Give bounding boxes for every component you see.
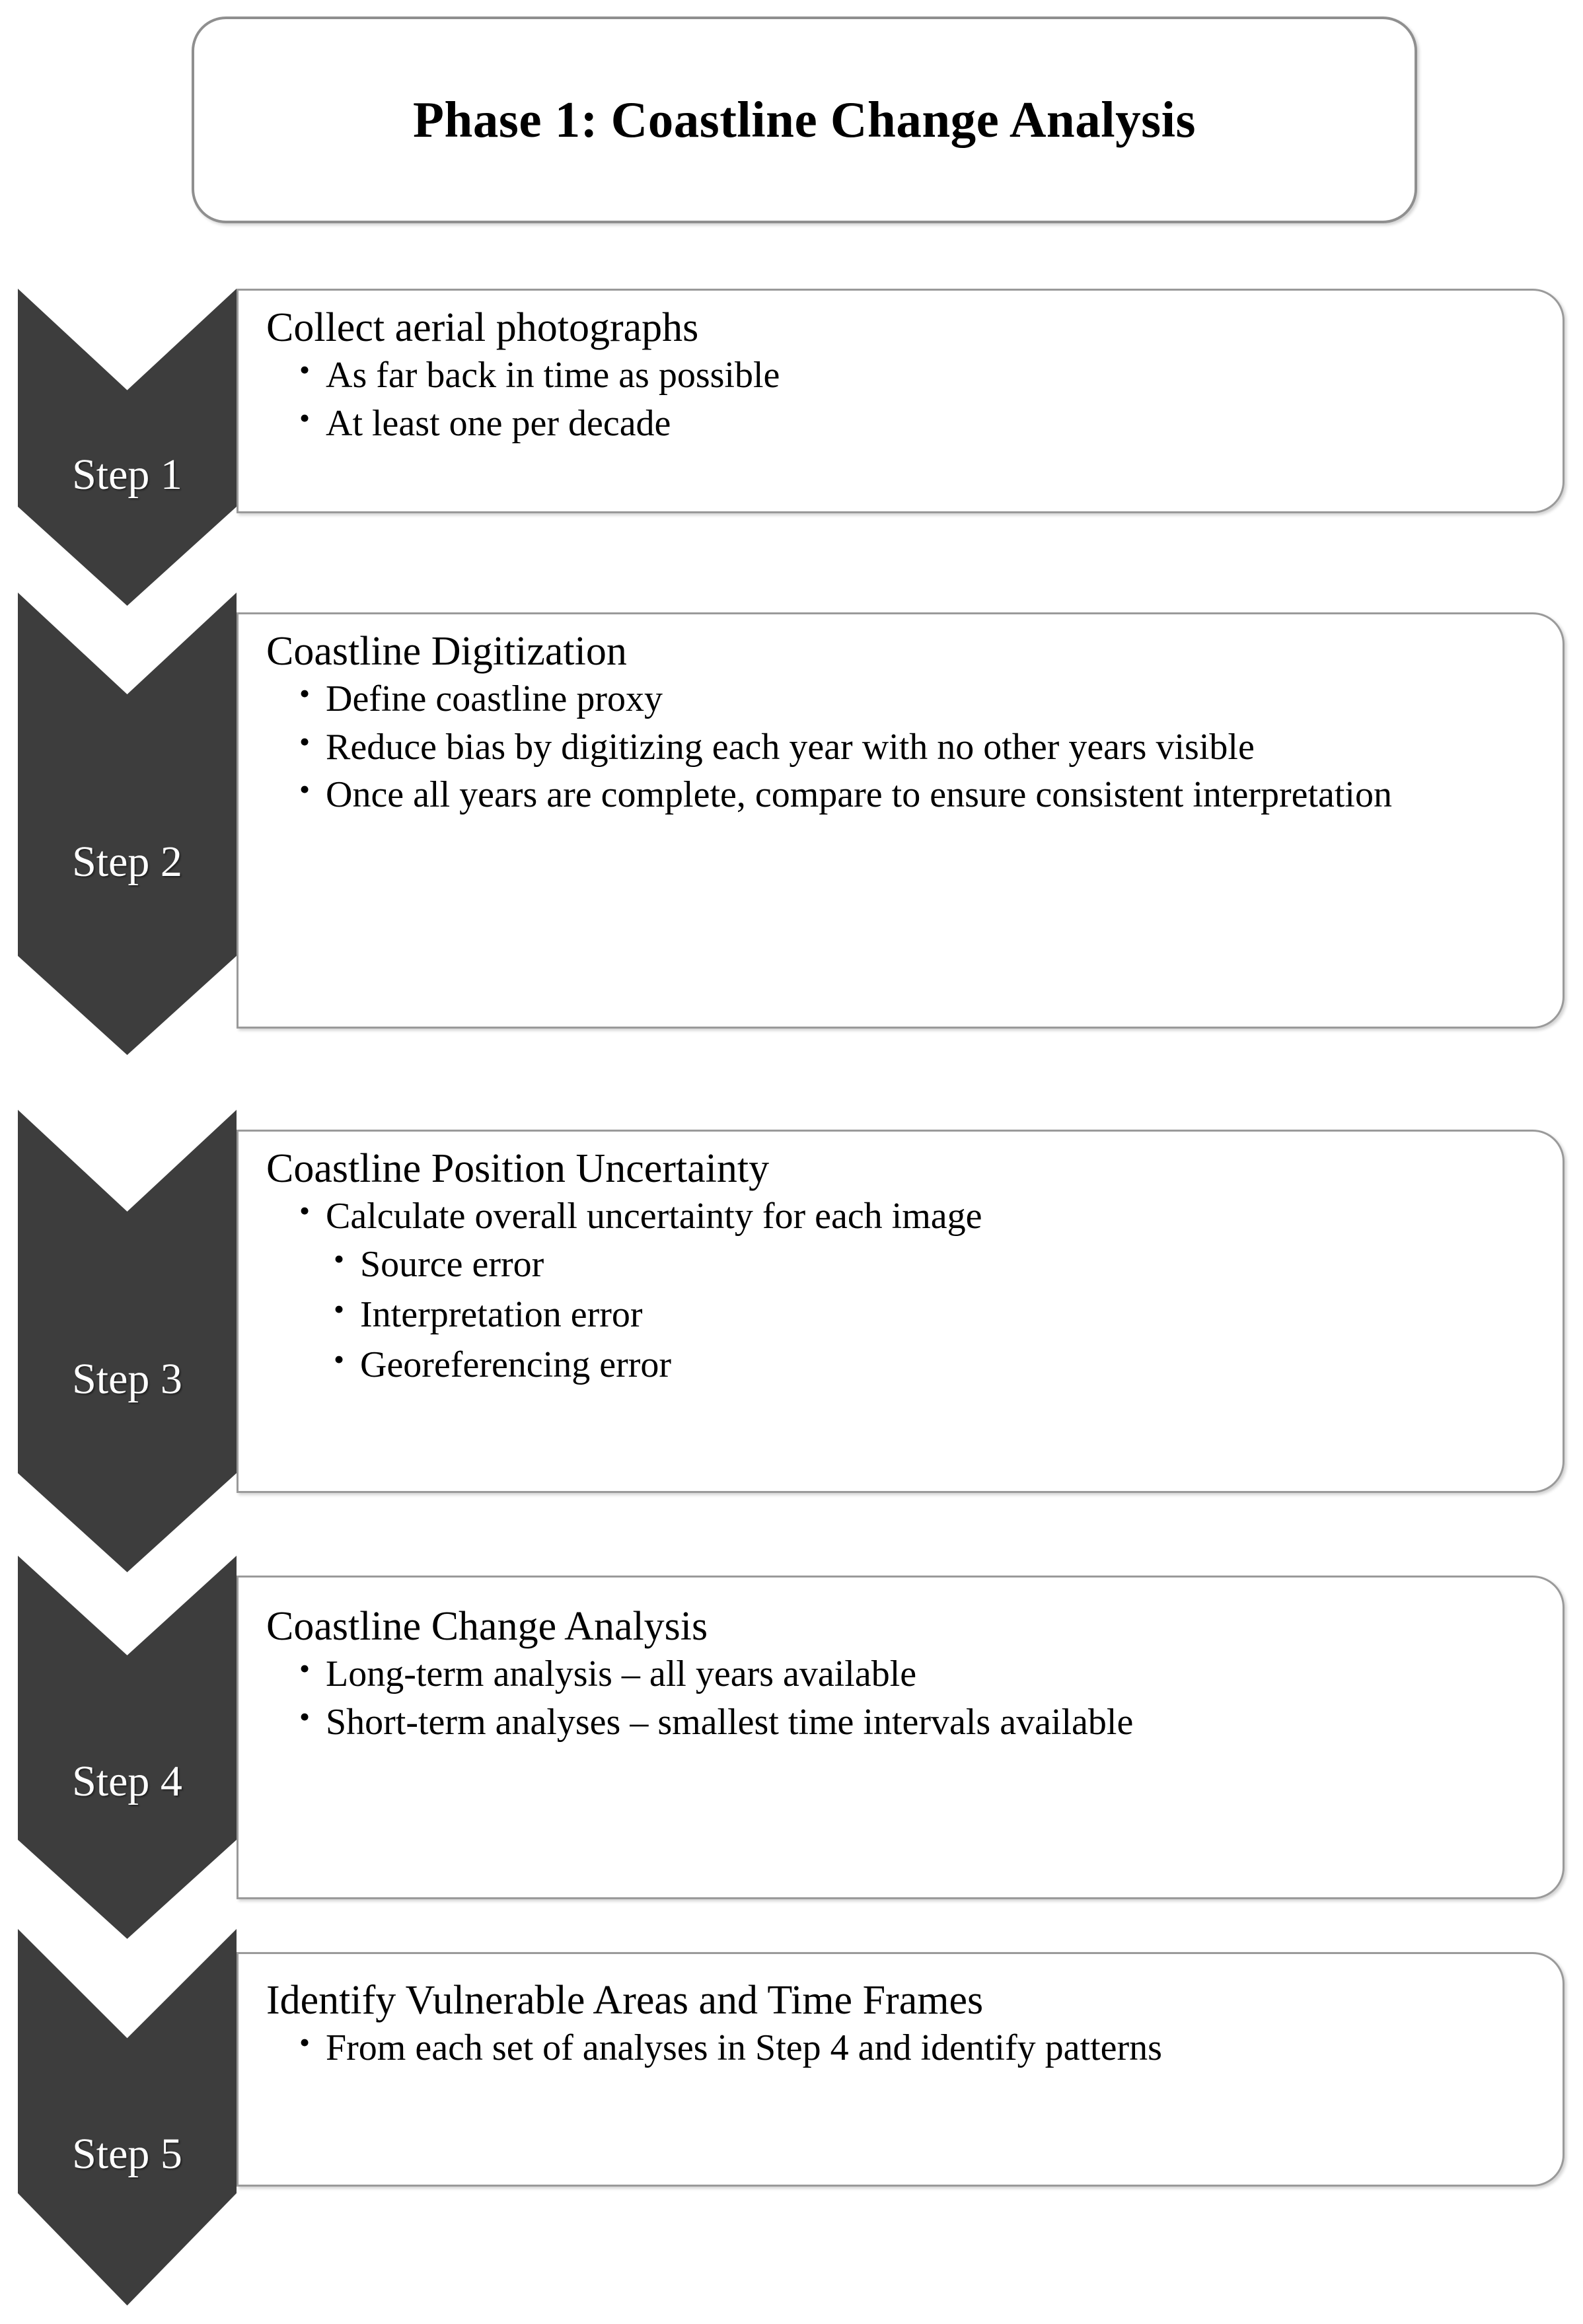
step-chevron-3[interactable]: Step 3 [18,1110,237,1572]
step-chevron-4[interactable]: Step 4 [18,1556,237,1939]
list-item: Short-term analyses – smallest time inte… [295,1699,1536,1744]
list-item: Calculate overall uncertainty for each i… [295,1193,1536,1238]
step-heading-1: Collect aerial photographs [266,305,699,350]
step-panel-4: Coastline Change Analysis Long-term anal… [237,1576,1565,1899]
list-item: Long-term analysis – all years available [295,1651,1536,1696]
step-chevron-label-4: Step 4 [72,1757,182,1805]
step-bullets-4: Long-term analysis – all years available… [295,1651,1536,1744]
list-item: From each set of analyses in Step 4 and … [295,2025,1536,2070]
step-chevron-2[interactable]: Step 2 [18,593,237,1055]
step-chevron-label-5: Step 5 [72,2130,182,2178]
step-bullets-2: Define coastline proxy Reduce bias by di… [295,676,1536,817]
step-panel-2: Coastline Digitization Define coastline … [237,612,1565,1029]
phase-title-box: Phase 1: Coastline Change Analysis [192,17,1417,223]
step-bullets-5: From each set of analyses in Step 4 and … [295,2025,1536,2070]
page-title: Phase 1: Coastline Change Analysis [413,91,1196,149]
step-bullets-1: As far back in time as possible At least… [295,352,1536,445]
step-panel-5: Identify Vulnerable Areas and Time Frame… [237,1952,1565,2187]
step-chevron-label-2: Step 2 [72,838,182,886]
list-item: Georeferencing error [330,1342,1536,1387]
step-chevron-label-3: Step 3 [72,1355,182,1403]
step-panel-3: Coastline Position Uncertainty Calculate… [237,1130,1565,1493]
step-chevron-5[interactable]: Step 5 [18,1929,237,2306]
step-heading-3: Coastline Position Uncertainty [266,1146,770,1191]
step-subbullets-3: Source error Interpretation error Georef… [330,1241,1536,1387]
step-heading-5: Identify Vulnerable Areas and Time Frame… [266,1978,984,2023]
list-item: Reduce bias by digitizing each year with… [295,724,1536,769]
step-panel-1: Collect aerial photographs As far back i… [237,289,1565,513]
step-chevron-label-1: Step 1 [72,451,182,499]
list-item: Once all years are complete, compare to … [295,772,1536,817]
step-heading-4: Coastline Change Analysis [266,1604,708,1649]
step-heading-2: Coastline Digitization [266,629,627,674]
list-item: Define coastline proxy [295,676,1536,721]
step-bullets-3: Calculate overall uncertainty for each i… [295,1193,1536,1238]
list-item: As far back in time as possible [295,352,1536,397]
list-item: Source error [330,1241,1536,1286]
list-item: Interpretation error [330,1291,1536,1336]
step-chevron-1[interactable]: Step 1 [18,289,237,606]
list-item: At least one per decade [295,400,1536,445]
